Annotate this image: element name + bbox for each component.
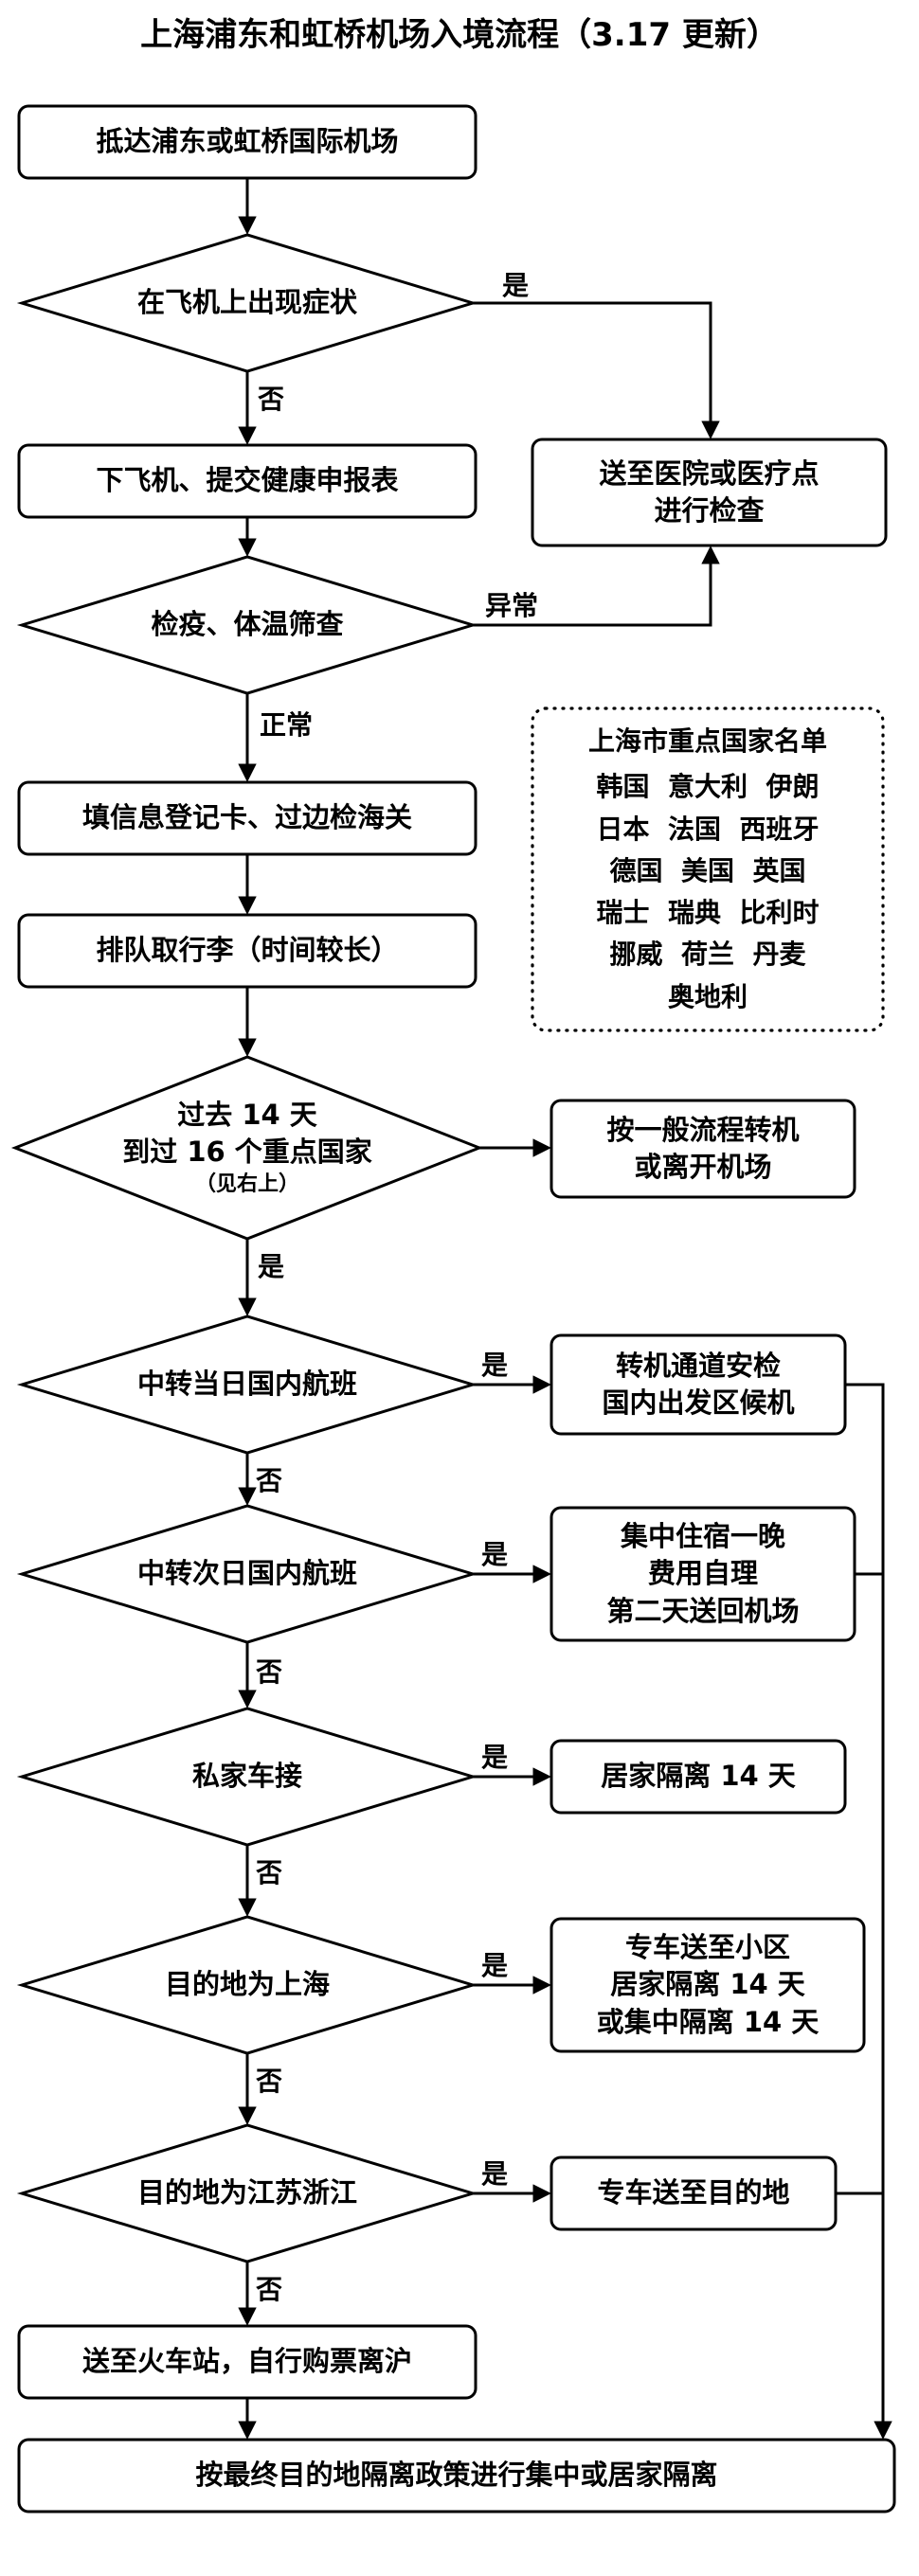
diamond-next-day-shape (16, 1504, 478, 1644)
edge-label-dest-js-zj-no: 否 (256, 2274, 283, 2305)
box-charter-shape (550, 2156, 838, 2231)
box-normal-process-shape (550, 1099, 856, 1199)
diamond-same-day-shape (16, 1315, 478, 1455)
diamond-private-car-shape (16, 1707, 478, 1847)
edge-label-symptom-yes: 是 (502, 270, 530, 301)
edge-label-private-car-yes: 是 (481, 1742, 509, 1773)
edge-label-private-car-no: 否 (256, 1857, 283, 1888)
diamond-screening-shape (16, 555, 478, 695)
edge-label-visited-yes: 是 (258, 1251, 285, 1282)
edge-label-dest-shanghai-no: 否 (256, 2066, 283, 2097)
edge-label-screening-normal: 正常 (260, 709, 314, 741)
edge-screening-abnormal-to-hospital (473, 546, 720, 627)
diamond-symptom-shape (16, 233, 478, 373)
edge-label-next-day-yes: 是 (481, 1539, 509, 1570)
edge-label-next-day-no: 否 (256, 1656, 283, 1688)
box-transfer-security-shape (550, 1333, 847, 1436)
box-deplane-shape (17, 443, 478, 519)
edge-label-symptom-no: 否 (258, 384, 285, 415)
edge-label-same-day-no: 否 (256, 1465, 283, 1496)
edge-label-dest-shanghai-yes: 是 (481, 1950, 509, 1981)
diamond-dest-js-zj-shape (16, 2123, 478, 2263)
box-luggage-shape (17, 913, 478, 989)
edge-label-dest-js-zj-yes: 是 (481, 2158, 509, 2190)
edge-right-rail-to-final (845, 1383, 892, 2440)
box-hospital-shape (531, 438, 888, 547)
box-final-shape (17, 2438, 896, 2513)
box-overnight-shape (550, 1506, 856, 1642)
box-compound-shape (550, 1917, 866, 2053)
edge-symptom-yes-to-hospital (473, 301, 720, 439)
box-registration-shape (17, 780, 478, 856)
box-home-quarantine-shape (550, 1739, 847, 1815)
edge-label-same-day-yes: 是 (481, 1350, 509, 1381)
edge-label-screening-abnormal: 异常 (485, 590, 539, 621)
diamond-dest-shanghai-shape (16, 1915, 478, 2055)
key-countries-box-shape (531, 707, 885, 1032)
diamond-visited-shape (10, 1055, 484, 1241)
box-arrive-shape (17, 104, 478, 180)
box-train-shape (17, 2324, 478, 2400)
